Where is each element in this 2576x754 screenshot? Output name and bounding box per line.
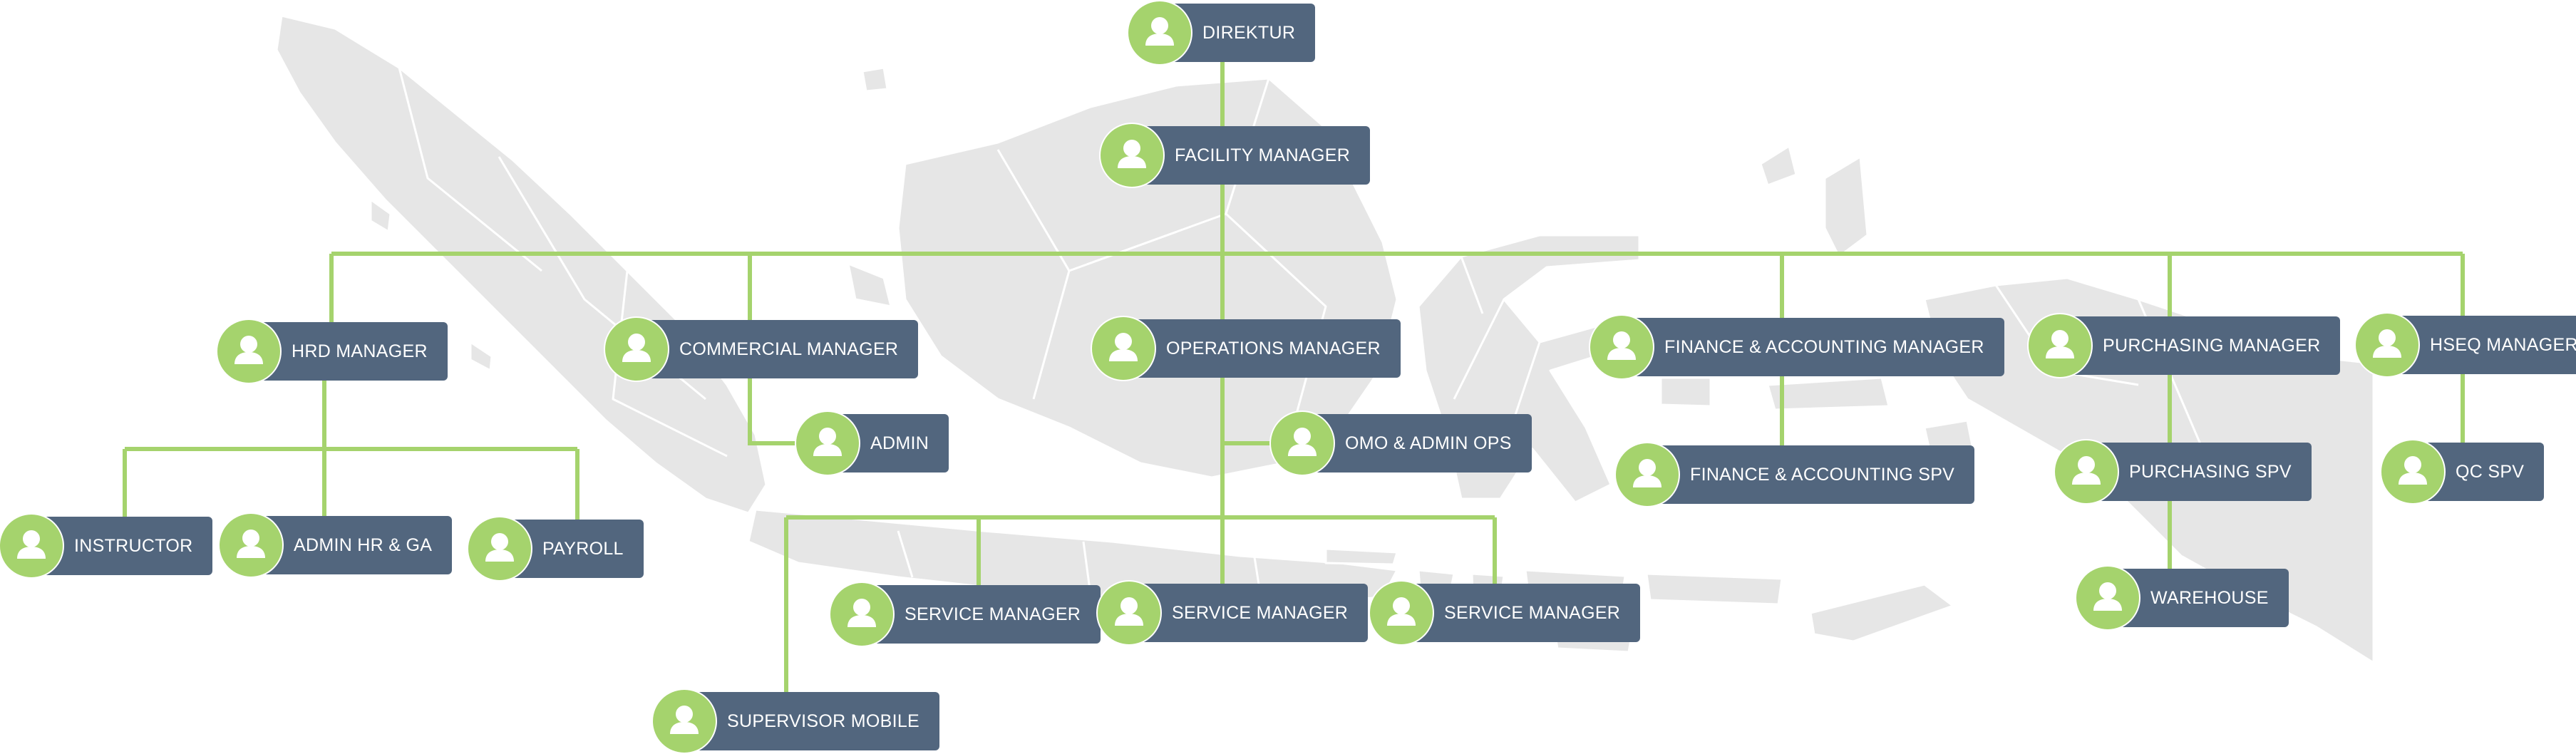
node-label: SERVICE MANAGER — [1444, 602, 1621, 623]
user-silhouette — [813, 428, 842, 456]
island-halmahera — [1823, 155, 1869, 258]
user-silhouette — [1607, 331, 1636, 360]
user-silhouette — [2399, 456, 2427, 485]
user-icon — [1101, 124, 1163, 187]
island-bangka — [847, 262, 892, 308]
user-silhouette — [1118, 140, 1146, 168]
node-label: HRD MANAGER — [292, 341, 428, 361]
user-icon — [2055, 440, 2118, 503]
user-silhouette — [1633, 459, 1661, 487]
user-icon — [1098, 582, 1160, 644]
node-label: FACILITY MANAGER — [1175, 145, 1351, 165]
island-sumatra — [275, 14, 768, 515]
node-box: SERVICE MANAGER — [1129, 584, 1369, 642]
island-natuna — [861, 66, 889, 93]
user-silhouette — [237, 530, 265, 558]
node-box: FINANCE & ACCOUNTING MANAGER — [1622, 318, 2004, 376]
user-icon — [468, 517, 531, 580]
node-box: HSEQ MANAGER — [2387, 316, 2576, 374]
user-silhouette — [1288, 428, 1317, 456]
user-silhouette — [235, 336, 263, 364]
user-silhouette — [2046, 330, 2074, 358]
user-icon — [605, 318, 668, 381]
user-icon — [2356, 314, 2418, 376]
node-label: FINANCE & ACCOUNTING SPV — [1690, 464, 1955, 485]
node-box: ADMIN HR & GA — [251, 516, 453, 574]
node-label: ADMIN HR & GA — [294, 534, 433, 555]
node-box: OPERATIONS MANAGER — [1123, 319, 1401, 378]
user-silhouette — [670, 706, 699, 734]
island-timor — [1809, 583, 1954, 643]
user-icon — [2076, 567, 2139, 629]
user-icon — [1092, 317, 1155, 380]
node-label: ADMIN — [870, 433, 929, 453]
node-box: SERVICE MANAGER — [1401, 584, 1641, 642]
user-icon — [1370, 582, 1433, 644]
user-icon — [2381, 440, 2444, 503]
node-label: FINANCE & ACCOUNTING MANAGER — [1664, 336, 1984, 357]
sulawesi-region-border — [1453, 256, 1541, 428]
user-icon — [217, 320, 280, 383]
node-label: QC SPV — [2456, 461, 2525, 482]
user-icon — [2029, 314, 2091, 377]
user-silhouette — [847, 599, 876, 627]
user-silhouette — [622, 334, 651, 362]
node-label: SERVICE MANAGER — [905, 604, 1081, 624]
node-label: OMO & ADMIN OPS — [1345, 433, 1512, 453]
user-silhouette — [485, 533, 514, 562]
node-box: FACILITY MANAGER — [1132, 126, 1371, 185]
node-label: PURCHASING MANAGER — [2103, 335, 2321, 356]
user-icon — [796, 412, 859, 475]
node-box: SUPERVISOR MOBILE — [684, 692, 939, 750]
user-icon — [1616, 443, 1679, 506]
user-silhouette — [1387, 597, 1416, 626]
user-icon — [0, 515, 63, 577]
user-icon — [653, 690, 716, 753]
island-flores — [1645, 572, 1783, 606]
node-label: WAREHOUSE — [2150, 587, 2269, 608]
node-label: SERVICE MANAGER — [1172, 602, 1349, 623]
island-northern-small — [1759, 145, 1798, 187]
user-icon — [1271, 412, 1334, 475]
node-label: INSTRUCTOR — [74, 535, 193, 556]
user-silhouette — [2072, 456, 2101, 485]
node-box: COMMERCIAL MANAGER — [637, 320, 919, 378]
user-silhouette — [2373, 329, 2401, 358]
node-box: OMO & ADMIN OPS — [1302, 414, 1532, 472]
island-buru — [1659, 376, 1712, 408]
user-silhouette — [1145, 17, 1174, 46]
node-label: OPERATIONS MANAGER — [1166, 338, 1381, 358]
node-label: DIREKTUR — [1202, 22, 1296, 43]
user-silhouette — [1109, 333, 1138, 361]
island-nias — [369, 198, 392, 233]
node-label: COMMERCIAL MANAGER — [679, 339, 899, 359]
node-box: PURCHASING MANAGER — [2060, 316, 2341, 375]
node-label: HSEQ MANAGER — [2430, 334, 2576, 355]
user-silhouette — [2093, 582, 2122, 611]
user-icon — [220, 514, 282, 577]
island-madura — [1324, 547, 1398, 566]
node-box: FINANCE & ACCOUNTING SPV — [1647, 445, 1975, 504]
user-icon — [1128, 1, 1191, 64]
node-box: SERVICE MANAGER — [862, 585, 1101, 644]
island-seram — [1766, 376, 1890, 411]
node-label: PURCHASING SPV — [2129, 461, 2292, 482]
user-silhouette — [1115, 597, 1143, 626]
user-silhouette — [17, 530, 46, 559]
node-box: PURCHASING SPV — [2086, 443, 2312, 501]
user-icon — [830, 583, 893, 646]
node-box: HRD MANAGER — [249, 322, 448, 381]
island-mentawai — [469, 341, 493, 372]
node-label: PAYROLL — [542, 538, 624, 559]
user-icon — [1590, 316, 1653, 378]
node-label: SUPERVISOR MOBILE — [727, 711, 919, 731]
